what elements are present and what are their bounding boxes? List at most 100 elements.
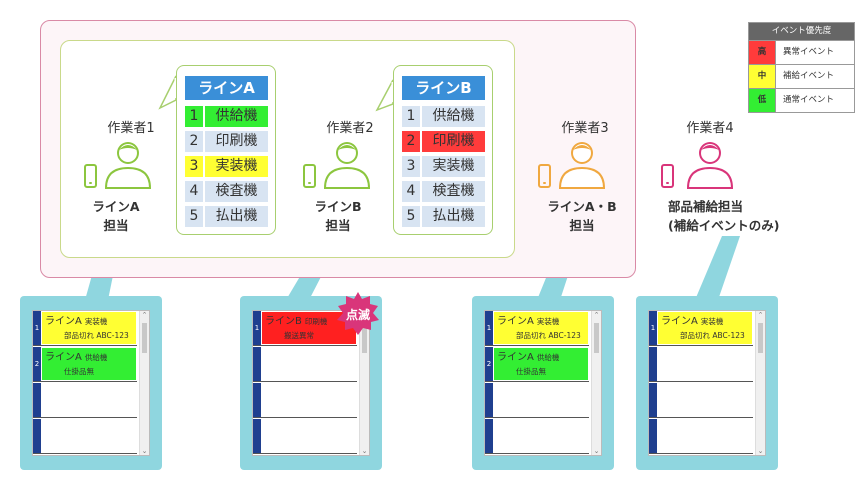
scroll-thumb[interactable] [594, 323, 599, 353]
machine-number: 5 [402, 206, 420, 227]
event-row[interactable] [33, 383, 137, 418]
smartphone-icon [303, 164, 316, 188]
line-b-title: ラインB [402, 76, 485, 100]
event-row[interactable] [649, 347, 753, 382]
machine-number: 3 [402, 156, 420, 177]
event-detail: 仕掛品無 [64, 367, 94, 376]
scrollbar[interactable]: ⌃⌄ [139, 311, 149, 455]
machine-number: 4 [402, 181, 420, 202]
row-number [253, 347, 261, 381]
scroll-down-icon[interactable]: ⌄ [757, 447, 764, 455]
event-cell [262, 420, 356, 452]
row-number: 2 [33, 347, 41, 381]
scrollbar[interactable]: ⌃⌄ [591, 311, 601, 455]
scroll-up-icon[interactable]: ⌃ [141, 311, 148, 319]
scroll-thumb[interactable] [142, 323, 147, 353]
machine-name: 払出機 [205, 206, 268, 227]
row-number [33, 383, 41, 417]
event-cell [494, 420, 588, 452]
legend-level: 低 [749, 89, 776, 112]
legend-level: 高 [749, 41, 776, 64]
event-line: ラインA [45, 316, 82, 327]
event-row[interactable] [485, 383, 589, 418]
machine-number: 2 [185, 131, 203, 152]
event-machine: 供給機 [536, 353, 560, 362]
smartphone-icon [84, 164, 97, 188]
event-row[interactable] [649, 383, 753, 418]
row-number: 1 [33, 311, 41, 345]
event-row[interactable] [253, 347, 357, 382]
smartphone-icon [661, 164, 674, 188]
event-machine: 実装機 [536, 317, 560, 326]
blink-badge-burst [337, 292, 379, 335]
event-row[interactable] [253, 383, 357, 418]
event-machine: 実装機 [84, 317, 108, 326]
worker4-role: 部品補給担当(補給イベントのみ) [668, 199, 780, 233]
row-number [649, 419, 657, 453]
scroll-down-icon[interactable]: ⌄ [141, 447, 148, 455]
scroll-thumb[interactable] [758, 323, 763, 353]
worker1-name: 作業者1 [107, 121, 155, 136]
legend-label: 異常イベント [783, 47, 835, 57]
priority-legend: イベント優先度 高異常イベント 中補給イベント 低通常イベント [748, 22, 855, 113]
scroll-up-icon[interactable]: ⌃ [593, 311, 600, 319]
machine-name: 払出機 [422, 206, 485, 227]
legend-label: 通常イベント [783, 95, 835, 105]
event-machine: 印刷機 [304, 317, 328, 326]
legend-row: 中補給イベント [749, 64, 854, 88]
event-cell [494, 384, 588, 416]
event-cell [658, 420, 752, 452]
machine-name: 実装機 [205, 156, 268, 177]
row-number: 1 [649, 311, 657, 345]
scroll-thumb[interactable] [362, 323, 367, 353]
row-number [649, 347, 657, 381]
machine-number: 3 [185, 156, 203, 177]
machine-number: 4 [185, 181, 203, 202]
event-detail: 部品切れ ABC-123 [64, 331, 129, 340]
scroll-down-icon[interactable]: ⌄ [361, 447, 368, 455]
worker4-person-icon [686, 142, 734, 189]
event-cell [42, 420, 136, 452]
row-number: 2 [485, 347, 493, 381]
machine-name: 供給機 [205, 106, 268, 127]
machine-name: 検査機 [422, 181, 485, 202]
event-row[interactable] [253, 419, 357, 454]
row-number [485, 383, 493, 417]
machine-name: 検査機 [205, 181, 268, 202]
row-number [253, 383, 261, 417]
scrollbar[interactable]: ⌃⌄ [755, 311, 765, 455]
scroll-down-icon[interactable]: ⌄ [593, 447, 600, 455]
event-row[interactable] [33, 419, 137, 454]
line-a-title: ラインA [185, 76, 268, 100]
scroll-up-icon[interactable]: ⌃ [757, 311, 764, 319]
machine-name: 印刷機 [422, 131, 485, 152]
worker2-name: 作業者2 [326, 121, 374, 136]
event-row[interactable] [485, 419, 589, 454]
row-number: 1 [485, 311, 493, 345]
event-row[interactable] [649, 419, 753, 454]
event-cell [262, 348, 356, 380]
event-machine: 実装機 [700, 317, 724, 326]
